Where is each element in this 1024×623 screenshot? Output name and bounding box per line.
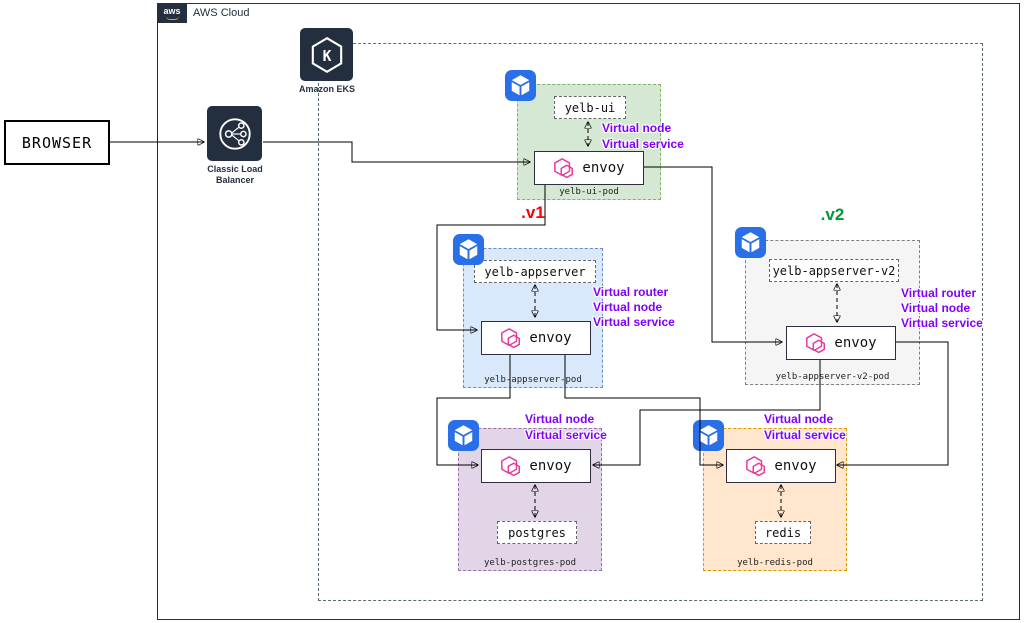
aws-logo-text: aws [163,5,181,16]
virtual-service-label: Virtual service [593,315,675,329]
envoy-label: envoy [529,458,572,474]
pod-caption: yelb-ui-pod [559,187,619,197]
amazon-eks-label: Amazon EKS [298,84,355,94]
virtual-node-label: Virtual node [602,121,672,135]
yelb-appserver-envoy-box: envoy [481,321,591,355]
aws-logo: aws [157,3,187,23]
yelb-appserver-label: yelb-appserver [484,264,586,279]
pod-yelb-ui: yelb-ui envoy yelb-ui-pod Virtual node V… [504,69,684,200]
virtual-node-label: Virtual node [525,412,595,426]
pod-caption: yelb-appserver-v2-pod [775,372,890,382]
virtual-service-label: Virtual service [901,316,983,330]
yelb-postgres-envoy-box: envoy [481,449,591,483]
virtual-service-label: Virtual service [525,428,607,442]
yelb-ui-label: yelb-ui [564,100,616,115]
yelb-ui-box: yelb-ui [554,96,626,119]
pod-yelb-appserver-v2: yelb-appserver-v2 envoy yelb-appserver-v… [734,226,983,385]
yelb-appserver-v2-box: yelb-appserver-v2 [769,259,899,282]
pod-yelb-postgres: envoy postgres yelb-postgres-pod Virtual… [447,412,607,571]
kubernetes-pod-icon [452,233,485,266]
pod-caption: yelb-redis-pod [737,558,813,568]
load-balancer-glyph [218,117,251,150]
yelb-appserver-v2-envoy-box: envoy [786,326,896,360]
postgres-label: postgres [508,525,566,540]
kubernetes-pod-icon [692,419,725,452]
clb-label-line2: Balancer [215,175,255,186]
aws-cloud-label: AWS Cloud [193,7,250,19]
virtual-node-label: Virtual node [901,301,971,315]
postgres-box: postgres [497,521,577,544]
kubernetes-pod-icon [504,69,537,102]
envoy-icon [500,327,522,349]
eks-k-letter: K [322,47,331,64]
classic-load-balancer-icon [207,106,262,161]
aws-smile-icon [165,16,179,20]
kubernetes-pod-icon [447,419,480,452]
browser-node: BROWSER [4,120,110,165]
envoy-icon [745,455,767,477]
yelb-ui-envoy-box: envoy [534,151,644,185]
amazon-eks-icon: K [300,28,353,81]
envoy-icon [500,455,522,477]
envoy-icon [805,332,827,354]
virtual-service-label: Virtual service [764,428,846,442]
redis-label: redis [764,525,802,540]
pod-yelb-appserver-v1: yelb-appserver envoy yelb-appserver-pod … [452,233,675,388]
envoy-label: envoy [834,335,877,351]
kubernetes-pod-icon [734,226,767,259]
virtual-service-label: Virtual service [602,137,684,151]
virtual-node-label: Virtual node [593,300,663,314]
eks-hexagon-glyph: K [311,36,342,73]
browser-label: BROWSER [21,133,93,152]
yelb-appserver-v2-label: yelb-appserver-v2 [772,263,896,278]
pod-caption: yelb-postgres-pod [483,558,577,568]
virtual-node-label: Virtual node [764,412,834,426]
clb-label-line1: Classic Load [207,164,263,174]
envoy-label: envoy [529,330,572,346]
yelb-redis-envoy-box: envoy [726,449,836,483]
envoy-icon [553,157,575,179]
pod-caption: yelb-appserver-pod [484,375,582,385]
pod-yelb-redis: envoy redis yelb-redis-pod Virtual node … [692,412,847,571]
virtual-router-label: Virtual router [593,285,669,299]
version-v2-tag: .v2 [820,205,845,224]
classic-load-balancer-label: Classic Load Balancer [192,164,278,187]
redis-box: redis [755,521,811,544]
yelb-appserver-box: yelb-appserver [474,260,596,283]
envoy-label: envoy [774,458,817,474]
virtual-router-label: Virtual router [901,286,977,300]
envoy-label: envoy [582,160,625,176]
version-v1-tag: .v1 [521,203,545,222]
eks-cluster-boundary [318,43,983,601]
